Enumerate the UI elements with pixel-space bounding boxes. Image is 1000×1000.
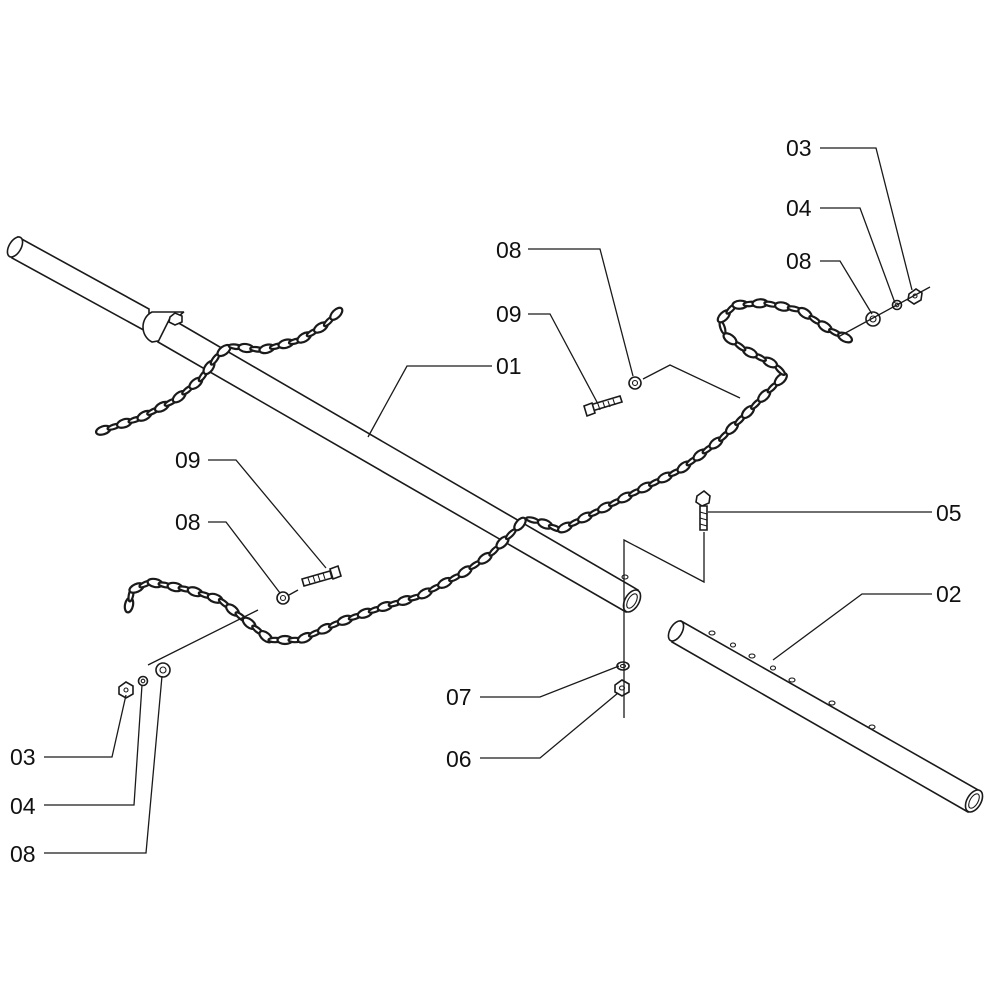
label-08-right: 08 [786,248,812,274]
lockwasher-04-left [137,675,149,687]
nut-06 [614,679,630,697]
bolt-09-top [583,395,624,418]
label-08-top: 08 [496,237,522,263]
washer-08-left-end [155,662,171,678]
label-08-left: 08 [175,509,201,535]
adjustment-holes [708,630,876,730]
label-04-right: 04 [786,195,812,221]
label-05: 05 [936,500,962,526]
label-09-top: 09 [496,301,522,327]
label-07: 07 [446,684,472,710]
lockwasher-07 [616,661,630,671]
tube-01 [6,235,642,614]
bolt-09-left [301,564,342,587]
label-06: 06 [446,746,472,772]
chain-link [513,516,527,532]
chain-main [123,298,854,646]
bolt-05 [695,489,711,531]
label-04-left: 04 [10,793,36,819]
label-01: 01 [496,353,522,379]
callout-labels: 01 02 03 04 08 08 09 05 09 08 07 06 03 0… [10,135,962,867]
chain-left [94,306,344,436]
label-03-right: 03 [786,135,812,161]
label-09-left: 09 [175,447,201,473]
label-03-left: 03 [10,744,36,770]
washer-08-top [628,376,642,390]
nut-03-left [118,681,134,699]
chain-link [773,372,788,387]
label-08-left-end: 08 [10,841,36,867]
tube-02 [667,619,984,814]
washer-08-right [865,311,881,327]
label-02: 02 [936,581,962,607]
leader-lines [44,147,932,854]
chain-link [329,306,344,321]
washer-08-left [276,591,290,605]
nut-03-right [907,288,923,305]
assembly-axis-lines [147,286,931,718]
